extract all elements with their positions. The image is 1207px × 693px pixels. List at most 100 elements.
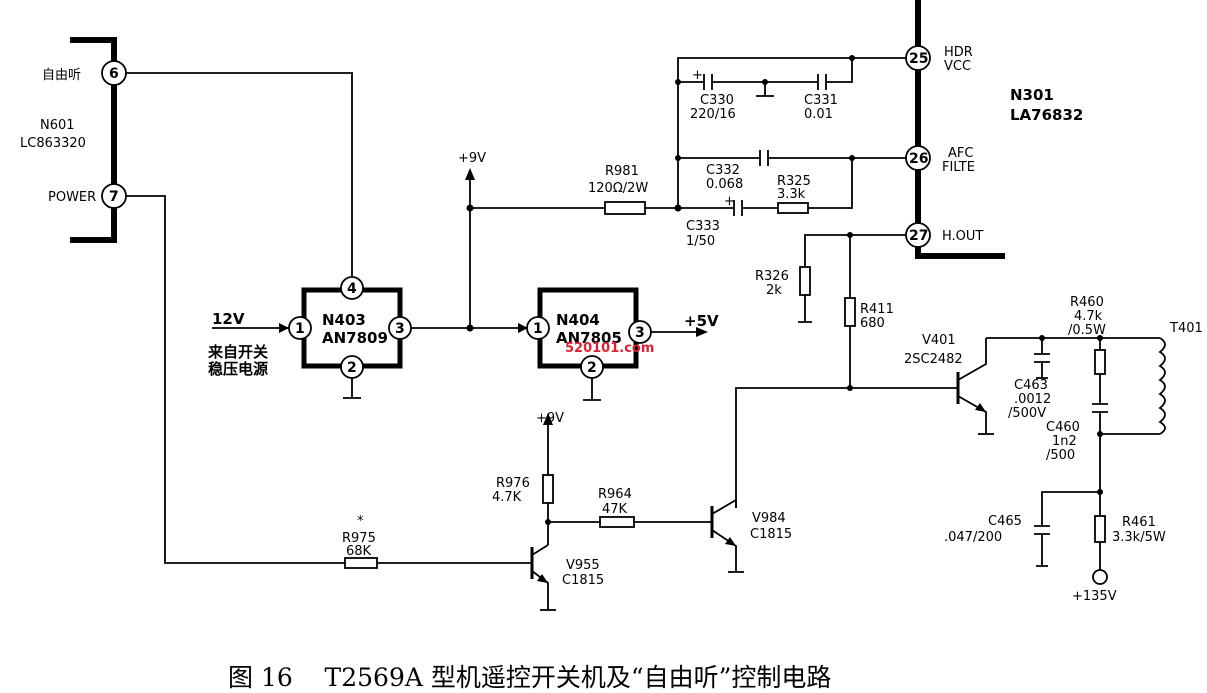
resistor-r964 xyxy=(599,516,635,528)
pin-n404-3-number: 3 xyxy=(635,325,645,341)
v984-ref: V984 xyxy=(752,511,786,526)
pin-n601-7-number: 7 xyxy=(109,189,119,205)
arrow-n404-in xyxy=(518,323,528,333)
pin-n301-25-label-1: HDR xyxy=(944,45,973,60)
r411-value: 680 xyxy=(860,316,885,331)
pin-n301-27-number: 27 xyxy=(909,228,928,244)
pin-n301-26-number: 26 xyxy=(909,151,928,167)
pin-n301-25 xyxy=(905,45,931,71)
arrow-9v-bottom xyxy=(543,413,553,425)
r460-value-2: /0.5W xyxy=(1068,323,1106,338)
r325-ref: R325 xyxy=(777,174,811,189)
r460-ref: R460 xyxy=(1070,295,1104,310)
wire-c331-right xyxy=(826,58,853,83)
r325-value: 3.3k xyxy=(777,187,806,202)
c463-ref: C463 xyxy=(1014,378,1048,393)
r326-value: 2k xyxy=(766,283,782,298)
v401-emitter-arrow xyxy=(975,403,986,412)
input-desc-1: 来自开关 xyxy=(207,343,268,361)
v984-emitter-arrow xyxy=(725,537,736,546)
pin-n601-6-number: 6 xyxy=(109,66,119,82)
pin-n403-4 xyxy=(340,276,364,300)
v984-collector xyxy=(711,498,737,515)
resistor-r981 xyxy=(604,201,646,215)
ic-n601-name: N601 xyxy=(40,118,75,133)
v955-ref: V955 xyxy=(566,558,600,573)
pin-n301-26-label-1: AFC xyxy=(948,146,973,161)
arrow-5v xyxy=(696,327,708,337)
r460-value-1: 4.7k xyxy=(1074,309,1103,324)
arrow-9v-top xyxy=(465,168,475,180)
r411-ref: R411 xyxy=(860,302,894,317)
ic-n301-name: N301 xyxy=(1010,86,1054,104)
t401-ref: T401 xyxy=(1169,321,1203,336)
pin-n403-4-number: 4 xyxy=(347,281,357,297)
pin-n301-27-label: H.OUT xyxy=(942,229,983,244)
terminal-135v xyxy=(1092,569,1108,585)
ic-n404-name: N404 xyxy=(556,311,600,329)
pin-n404-2-number: 2 xyxy=(587,360,597,376)
ic-n301-body xyxy=(915,0,1005,259)
pin-n601-6-label: 自由听 xyxy=(42,68,81,83)
capacitor-c460 xyxy=(1092,374,1108,492)
pin-n404-1 xyxy=(526,316,550,340)
c332-value: 0.068 xyxy=(706,177,743,192)
ground-n403 xyxy=(343,378,361,399)
r461-value: 3.3k/5W xyxy=(1112,530,1166,545)
input-desc-2: 稳压电源 xyxy=(208,360,268,378)
rail-9v-top: +9V xyxy=(458,151,486,166)
r975-ref: R975 xyxy=(342,531,376,546)
v984-value: C1815 xyxy=(750,527,792,542)
resistor-r460 xyxy=(1094,349,1106,375)
rail-135v: +135V xyxy=(1072,589,1117,604)
ic-n404-part: AN7805 xyxy=(556,329,622,347)
capacitor-c463 xyxy=(1034,338,1050,379)
ic-n404: N404 AN7805 1 3 2 xyxy=(526,287,652,379)
v401-collector xyxy=(957,338,987,381)
pin-n404-1-number: 1 xyxy=(533,321,543,337)
c333-polarity: + xyxy=(724,194,735,209)
wire-power xyxy=(126,195,345,564)
v955-emitter-arrow xyxy=(537,574,548,583)
pin-n301-26 xyxy=(905,145,931,171)
wire-free-listen xyxy=(126,72,353,276)
v401-emitter xyxy=(957,395,987,434)
ground-c330 xyxy=(756,82,774,97)
pin-n601-7-label: POWER xyxy=(48,190,96,205)
rail-9v-bottom: +9V xyxy=(536,411,564,426)
c330-polarity: + xyxy=(692,68,703,83)
pin-n403-2-number: 2 xyxy=(347,360,357,376)
ic-n403: N403 AN7809 4 1 3 2 xyxy=(288,276,412,379)
figure-caption: 图 16 T2569A 型机遥控开关机及“自由听”控制电路 xyxy=(228,663,831,692)
c330-ref: C330 xyxy=(700,93,734,108)
capacitor-c330 xyxy=(703,74,713,90)
v955-collector xyxy=(531,544,549,556)
c460-value-1: 1n2 xyxy=(1052,434,1077,449)
input-voltage: 12V xyxy=(212,310,245,328)
watermark: 520101.com xyxy=(565,341,654,356)
c333-ref: C333 xyxy=(686,219,720,234)
capacitor-c331 xyxy=(817,74,827,90)
pin-n301-25-number: 25 xyxy=(909,51,928,67)
pin-n301-25-label-2: VCC xyxy=(944,59,971,74)
ground-n404 xyxy=(583,378,601,401)
ground-r326 xyxy=(798,295,812,323)
resistor-r461 xyxy=(1094,515,1106,543)
r964-value: 47K xyxy=(602,502,628,517)
pin-n403-3-number: 3 xyxy=(395,321,405,337)
ic-n301: N301 LA76832 25 HDR VCC 26 AFC FILTE 27 … xyxy=(905,0,1083,259)
resistor-r325 xyxy=(777,202,809,214)
arrow-12v xyxy=(279,323,289,333)
transistor-v984: V984 C1815 xyxy=(710,498,792,573)
v401-value: 2SC2482 xyxy=(904,352,963,367)
c465-ref: C465 xyxy=(988,514,1022,529)
wire-r325-right xyxy=(808,158,853,209)
v955-value: C1815 xyxy=(562,573,604,588)
ic-n403-name: N403 xyxy=(322,311,366,329)
wire-hout xyxy=(804,234,906,267)
ic-n601-part: LC863320 xyxy=(20,136,86,151)
capacitor-c332 xyxy=(759,150,769,166)
resistor-r411 xyxy=(844,297,856,327)
resistor-r976 xyxy=(542,474,554,504)
